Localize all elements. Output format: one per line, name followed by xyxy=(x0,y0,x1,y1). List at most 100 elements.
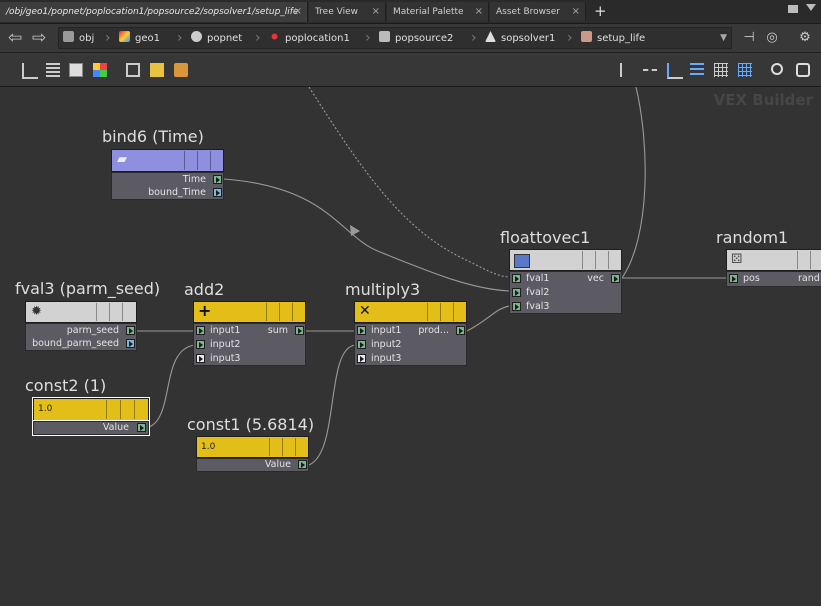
breadcrumb-obj[interactable]: obj xyxy=(63,30,94,47)
header-flag xyxy=(582,251,595,269)
node-header[interactable]: 1.0 xyxy=(196,436,309,458)
popsource-icon xyxy=(379,31,390,42)
grid-points-icon[interactable] xyxy=(714,63,728,77)
dice-icon: ⚄ xyxy=(731,252,743,267)
link-icon[interactable]: ◎ xyxy=(766,30,778,45)
node-header[interactable]: + xyxy=(193,301,306,323)
breadcrumb-separator: › xyxy=(255,30,261,46)
header-flag xyxy=(197,151,210,170)
close-icon[interactable]: × xyxy=(571,6,580,17)
gear-icon[interactable]: ⚙ xyxy=(799,30,811,45)
breadcrumb-poplocation1[interactable]: poplocation1 xyxy=(269,30,350,47)
tab-tree-view[interactable]: Tree View × xyxy=(309,2,386,22)
node-body: input1 input2 input3 sum xyxy=(193,323,306,366)
input-port[interactable] xyxy=(196,326,205,335)
palette-icon[interactable] xyxy=(93,63,107,77)
obj-icon xyxy=(63,31,74,42)
node-title: fval3 (parm_seed) xyxy=(15,279,161,298)
list-icon[interactable] xyxy=(46,63,60,77)
node-header[interactable]: 1.0 xyxy=(32,397,150,422)
node-body: Time bound_Time xyxy=(111,172,224,200)
sticky-note-icon[interactable] xyxy=(150,63,164,77)
subnet-icon[interactable] xyxy=(174,63,188,77)
output-port[interactable] xyxy=(213,175,222,184)
tab-setup-life[interactable]: /obj/geo1/popnet/poplocation1/popsource2… xyxy=(0,2,308,22)
poplocation-icon xyxy=(269,31,280,42)
breadcrumb-geo1[interactable]: geo1 xyxy=(119,30,160,47)
output-label: prod... xyxy=(418,325,449,336)
output-port[interactable] xyxy=(126,339,135,348)
output-port[interactable] xyxy=(137,423,146,432)
input-port[interactable] xyxy=(729,274,738,283)
forward-button[interactable]: ⇨ xyxy=(32,28,47,48)
input-port[interactable] xyxy=(512,302,521,311)
close-icon[interactable]: × xyxy=(371,6,380,17)
header-flag xyxy=(109,303,122,321)
breadcrumb-setup-life[interactable]: setup_life xyxy=(581,30,645,47)
plus-icon: + xyxy=(198,301,212,320)
input-label: pos xyxy=(743,273,760,284)
header-flag xyxy=(120,400,133,419)
tab-label: Tree View xyxy=(315,7,358,17)
input-port[interactable] xyxy=(196,340,205,349)
view-icon[interactable] xyxy=(796,63,810,77)
breadcrumb-popnet[interactable]: popnet xyxy=(191,30,242,47)
zoom-icon[interactable] xyxy=(771,63,783,75)
tab-material-palette[interactable]: Material Palette × xyxy=(387,2,489,22)
output-port[interactable] xyxy=(295,326,304,335)
node-header[interactable]: ✹ xyxy=(25,301,137,323)
input-port[interactable] xyxy=(512,274,521,283)
add-tab-button[interactable]: + xyxy=(594,2,607,20)
breadcrumb-popsource2[interactable]: popsource2 xyxy=(379,30,453,47)
snap-icon[interactable] xyxy=(667,63,683,79)
input-port[interactable] xyxy=(357,354,366,363)
output-label: Value xyxy=(102,422,129,433)
align-horizontal-icon[interactable] xyxy=(643,69,657,73)
node-header[interactable]: ▰ xyxy=(111,149,224,172)
network-box-icon[interactable] xyxy=(126,63,140,77)
header-flag xyxy=(595,251,608,269)
pin-icon[interactable]: ⊣ xyxy=(743,30,755,45)
output-port[interactable] xyxy=(456,326,465,335)
node-title: const1 (5.6814) xyxy=(187,415,315,434)
header-flag xyxy=(810,251,821,269)
output-label: parm_seed xyxy=(66,325,119,336)
input-port[interactable] xyxy=(357,326,366,335)
node-header[interactable]: ✕ xyxy=(354,301,467,323)
dial-icon: ✹ xyxy=(31,304,42,319)
input-label: fval2 xyxy=(526,287,550,298)
setup-life-icon xyxy=(581,31,592,42)
maximize-icon[interactable] xyxy=(788,5,798,13)
node-title: multiply3 xyxy=(345,280,421,299)
sheet-icon[interactable] xyxy=(69,63,83,77)
constant-icon: 1.0 xyxy=(201,442,216,452)
breadcrumb-sopsolver1[interactable]: sopsolver1 xyxy=(485,30,555,47)
output-port[interactable] xyxy=(126,326,135,335)
wires xyxy=(137,87,727,466)
header-flag xyxy=(608,251,621,269)
back-button[interactable]: ⇦ xyxy=(8,28,23,48)
node-header[interactable] xyxy=(509,249,622,271)
header-flag xyxy=(184,151,197,170)
layout-icon[interactable] xyxy=(690,63,704,77)
align-vertical-icon[interactable] xyxy=(620,63,636,77)
input-port[interactable] xyxy=(357,340,366,349)
input-label: input3 xyxy=(371,353,402,364)
output-port[interactable] xyxy=(298,460,307,469)
network-canvas[interactable]: VEX Builder bind6 (Time) ▰ Time bound_Ti… xyxy=(0,87,821,606)
output-port[interactable] xyxy=(213,188,222,197)
input-port[interactable] xyxy=(196,354,205,363)
wire-time-to-fval2 xyxy=(223,178,510,292)
node-header[interactable]: ⚄ xyxy=(726,249,821,271)
output-port[interactable] xyxy=(611,274,620,283)
pane-menu-icon[interactable] xyxy=(806,4,816,11)
grid-icon[interactable] xyxy=(738,63,752,77)
output-label: bound_Time xyxy=(148,187,206,198)
input-port[interactable] xyxy=(512,288,521,297)
tree-icon[interactable] xyxy=(22,63,38,79)
chevron-down-icon[interactable]: ▼ xyxy=(720,33,727,43)
close-icon[interactable]: × xyxy=(293,6,302,17)
tab-asset-browser[interactable]: Asset Browser × xyxy=(490,2,586,22)
close-icon[interactable]: × xyxy=(474,6,483,17)
tab-label: /obj/geo1/popnet/poplocation1/popsource2… xyxy=(6,7,299,17)
